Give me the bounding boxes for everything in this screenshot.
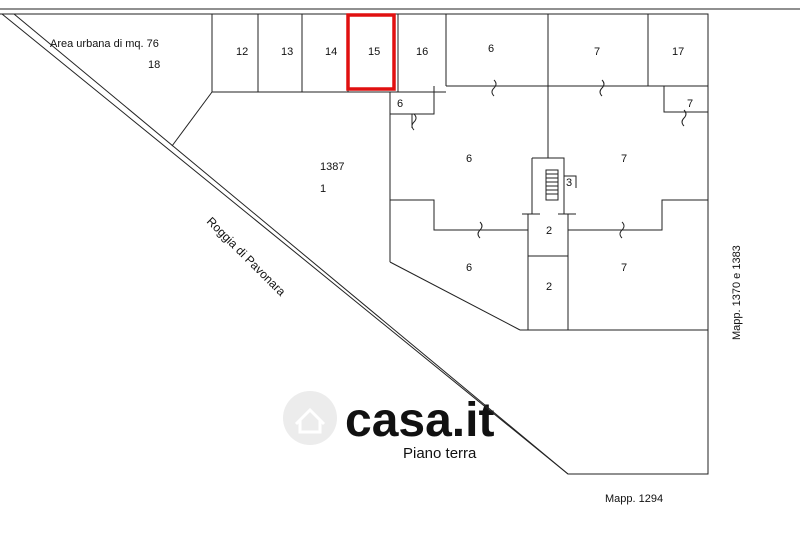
small-room-7-label: 7 — [687, 98, 693, 110]
watermark: casa.it — [283, 391, 494, 447]
unit-14-label: 14 — [325, 46, 337, 58]
unit-7-top-label: 7 — [594, 46, 600, 58]
unit-15-label: 15 — [368, 46, 380, 58]
room-7-mid-label: 7 — [621, 153, 627, 165]
unit-13-label: 13 — [281, 46, 293, 58]
canal-line — [13, 13, 569, 475]
unit-6-top-label: 6 — [488, 43, 494, 55]
unit-16-label: 16 — [416, 46, 428, 58]
mapp-bottom-label: Mapp. 1294 — [605, 493, 663, 505]
room-7-low-label: 7 — [621, 262, 627, 274]
parcel-number-label: 1387 — [320, 161, 344, 173]
unit-15-highlight[interactable] — [346, 13, 396, 91]
room-6-mid-label: 6 — [466, 153, 472, 165]
unit-12-label: 12 — [236, 46, 248, 58]
outer-boundary — [0, 13, 709, 475]
top-units — [171, 14, 708, 147]
room-2-lower-label: 2 — [546, 281, 552, 293]
room-2-upper-label: 2 — [546, 225, 552, 237]
building-block — [389, 86, 708, 331]
area-urbana-label: Area urbana di mq. 76 — [50, 38, 159, 50]
floor-name-label: Piano terra — [403, 445, 477, 462]
watermark-text: casa.it — [345, 394, 494, 447]
roggia-label: Roggia di Pavonara — [204, 214, 289, 299]
parcel-sub-label: 1 — [320, 183, 326, 195]
small-room-6-label: 6 — [397, 98, 403, 110]
mapp-right-label: Mapp. 1370 e 1383 — [731, 245, 743, 340]
unit-17-label: 17 — [672, 46, 684, 58]
door-marks — [411, 79, 687, 239]
area-urbana-number: 18 — [148, 59, 160, 71]
stair-3-label: 3 — [566, 177, 572, 189]
room-6-low-label: 6 — [466, 262, 472, 274]
